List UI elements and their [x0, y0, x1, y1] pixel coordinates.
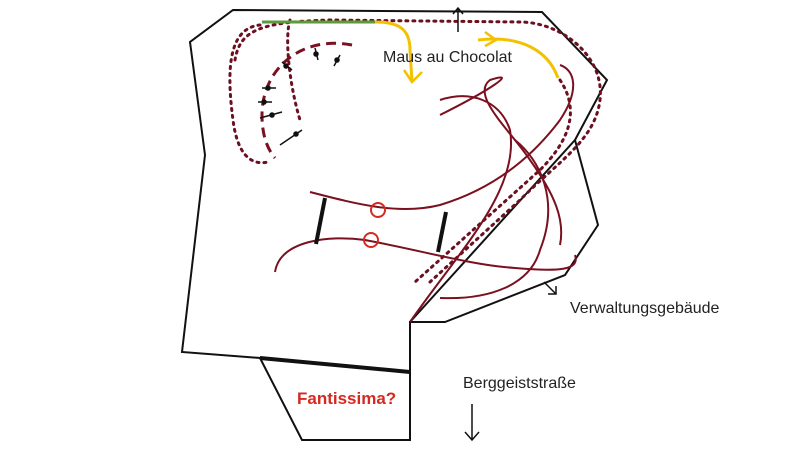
label-maus-au-chocolat: Maus au Chocolat	[383, 49, 513, 66]
coaster-track-b	[274, 237, 577, 273]
label-berggeiststrasse: Berggeiststraße	[463, 375, 576, 392]
down-arrow-icon	[464, 404, 480, 442]
marker-circle-lower	[363, 232, 379, 248]
queue-markers	[258, 47, 341, 146]
gate-bar-right	[436, 211, 448, 253]
dotted-track-left-loop	[228, 23, 270, 165]
coaster-track-loop-top	[439, 76, 563, 246]
coaster-track-d	[439, 139, 550, 300]
entrance-line	[259, 356, 411, 374]
yellow-track-right	[477, 37, 560, 79]
dotted-track-inner	[286, 18, 572, 284]
dotted-track-outer	[233, 18, 602, 284]
coaster-track-c	[409, 95, 513, 323]
label-verwaltungsgebaeude: Verwaltungsgebäude	[570, 300, 720, 317]
yellow-track-left	[374, 20, 414, 83]
diagonal-arrow-icon	[543, 281, 557, 295]
label-fantissima: Fantissima?	[297, 389, 396, 408]
up-arrow-icon	[452, 6, 464, 32]
coaster-track-a	[309, 64, 575, 211]
marker-circle-upper	[370, 202, 386, 218]
coaster-tracks	[274, 64, 577, 323]
gate-bar-left	[314, 197, 327, 245]
yellow-arrow-right-icon	[484, 30, 499, 48]
yellow-arrow-down-icon	[402, 69, 423, 84]
building-outline	[409, 139, 576, 323]
